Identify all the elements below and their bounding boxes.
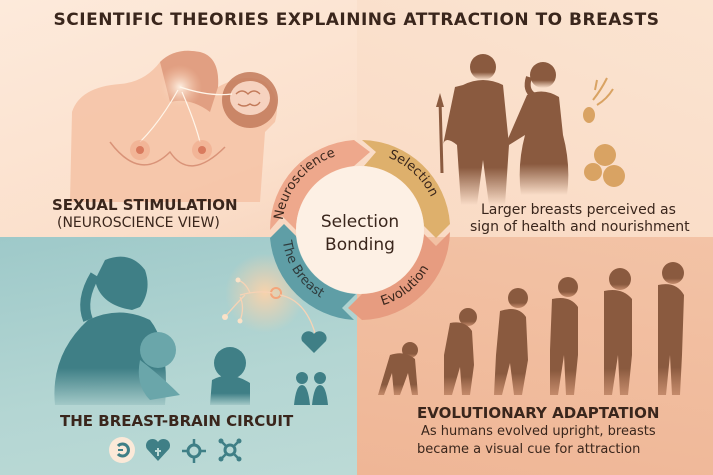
torso-nerve-illustration [70,50,278,202]
evolutionary-adaptation-heading: EVOLUTIONARY ADAPTATION [417,404,660,422]
ancient-couple-illustration [436,54,625,205]
selection-description-line1: Larger breasts perceived as [481,202,676,218]
sexual-stimulation-heading: SEXUAL STIMULATION [52,196,238,214]
evolution-description-line1: As humans evolved upright, breasts [421,424,656,439]
selection-description-line2: sign of health and nourishment [470,219,690,235]
neuroscience-view-subheading: (NEUROSCIENCE VIEW) [57,215,220,231]
page-title: SCIENTIFIC THEORIES EXPLAINING ATTRACTIO… [53,10,660,30]
cycle-segment-neuroscience [269,140,370,230]
network-node-icon [216,436,244,464]
cycle-segment-evolution [348,232,450,320]
receptor-icon [180,436,208,464]
theory-cycle-diagram: Neuroscience Selection Evolution The Bre… [269,140,450,320]
evolution-description-line2: became a visual cue for attraction [417,442,641,457]
breast-brain-icon-row [108,436,244,464]
cycle-segment-the-breast [270,224,356,320]
evolution-march-illustration [378,262,684,395]
cycle-center-line1: Selection [321,212,399,232]
cycle-segment-selection [362,140,450,238]
breast-brain-circuit-heading: THE BREAST-BRAIN CIRCUIT [60,412,294,430]
heart-plus-icon [144,436,172,464]
cycle-center-line2: Bonding [325,235,395,255]
neuron-cell-icon [108,436,136,464]
